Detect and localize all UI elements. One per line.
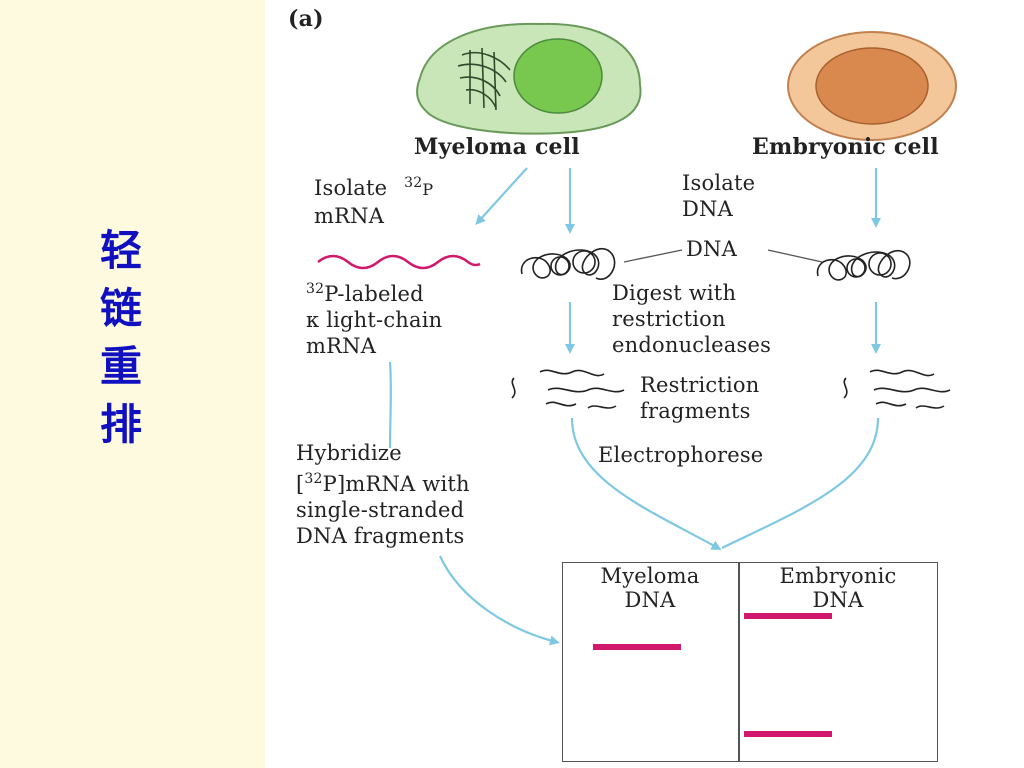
- hybridize-line4: DNA fragments: [296, 524, 465, 548]
- flow-arrows: [388, 167, 881, 646]
- fragments-label: Restriction fragments: [640, 372, 760, 424]
- fragments-left: [511, 369, 625, 409]
- title-char-3: 重: [100, 342, 143, 391]
- fragments-line1: Restriction: [640, 373, 760, 397]
- isolate-mrna-sup: 32: [404, 175, 423, 191]
- labeled-sup: 32: [306, 281, 325, 297]
- digest-label: Digest with restriction endonucleases: [612, 280, 771, 358]
- band-embryonic-lower: [744, 731, 832, 737]
- myeloma-cell: [416, 22, 642, 135]
- gel-col1-line1: Myeloma: [600, 564, 700, 588]
- labeled-line1: P-labeled: [324, 282, 424, 306]
- band-embryonic-upper: [744, 613, 832, 619]
- isolate-mrna-line2: mRNA: [314, 204, 385, 228]
- hybridize-label: Hybridize [32P]mRNA with single-stranded…: [296, 440, 470, 549]
- title-char-2: 链: [100, 284, 143, 333]
- hybridize-sup: 32: [304, 471, 323, 487]
- title-char-4: 排: [100, 400, 143, 449]
- embryonic-nucleus: [815, 47, 929, 125]
- isolate-dna-line1: Isolate: [682, 171, 756, 195]
- gel-col2-line1: Embryonic: [779, 564, 897, 588]
- gel-column-embryonic: Embryonic DNA: [740, 564, 936, 612]
- isolate-dna-label: Isolate DNA: [682, 170, 755, 222]
- dna-coil-left: [520, 247, 616, 280]
- gel-box: [562, 562, 938, 762]
- hybridize-line2: P]mRNA with: [322, 472, 470, 496]
- isolate-dna-line2: DNA: [682, 197, 733, 221]
- dna-label: DNA: [686, 237, 737, 261]
- isolate-mrna-label: Isolate 32P mRNA: [314, 170, 433, 229]
- fragments-line2: fragments: [640, 399, 751, 423]
- gel-column-myeloma: Myeloma DNA: [562, 564, 738, 612]
- band-myeloma: [593, 644, 681, 650]
- digest-line1: Digest with: [612, 281, 737, 305]
- mrna-wave: [317, 254, 481, 270]
- gel-divider: [738, 562, 740, 762]
- title-char-1: 轻: [100, 226, 143, 275]
- electrophorese-label: Electrophorese: [598, 443, 764, 467]
- hybridize-bracket: [: [296, 472, 305, 496]
- gel-col1-line2: DNA: [624, 588, 676, 612]
- digest-line3: endonucleases: [612, 333, 772, 357]
- panel-label: (a): [288, 6, 324, 32]
- labeled-line2: κ light-chain: [306, 308, 443, 332]
- isolate-mrna-p: P: [422, 180, 434, 199]
- digest-line2: restriction: [612, 307, 726, 331]
- sidebar: 轻 链 重 排: [0, 0, 265, 768]
- vertical-title: 轻 链 重 排: [100, 222, 160, 454]
- isolate-mrna-line1: Isolate: [314, 176, 388, 200]
- myeloma-cell-label: Myeloma cell: [414, 134, 580, 160]
- embryonic-cell: [787, 31, 957, 141]
- endoplasmic-reticulum: [457, 47, 511, 111]
- dna-coil-right: [816, 249, 911, 281]
- hybridize-line3: single-stranded: [296, 498, 465, 522]
- labeled-mrna-label: 32P-labeled κ light-chain mRNA: [306, 276, 442, 359]
- fragments-right: [843, 369, 951, 409]
- labeled-line3: mRNA: [306, 334, 377, 358]
- embryonic-cell-label: Embryonic cell: [752, 134, 939, 160]
- hybridize-line1: Hybridize: [296, 441, 402, 465]
- dna-pointer-lines: [623, 249, 823, 263]
- gel-col2-line2: DNA: [812, 588, 864, 612]
- myeloma-nucleus: [513, 38, 603, 114]
